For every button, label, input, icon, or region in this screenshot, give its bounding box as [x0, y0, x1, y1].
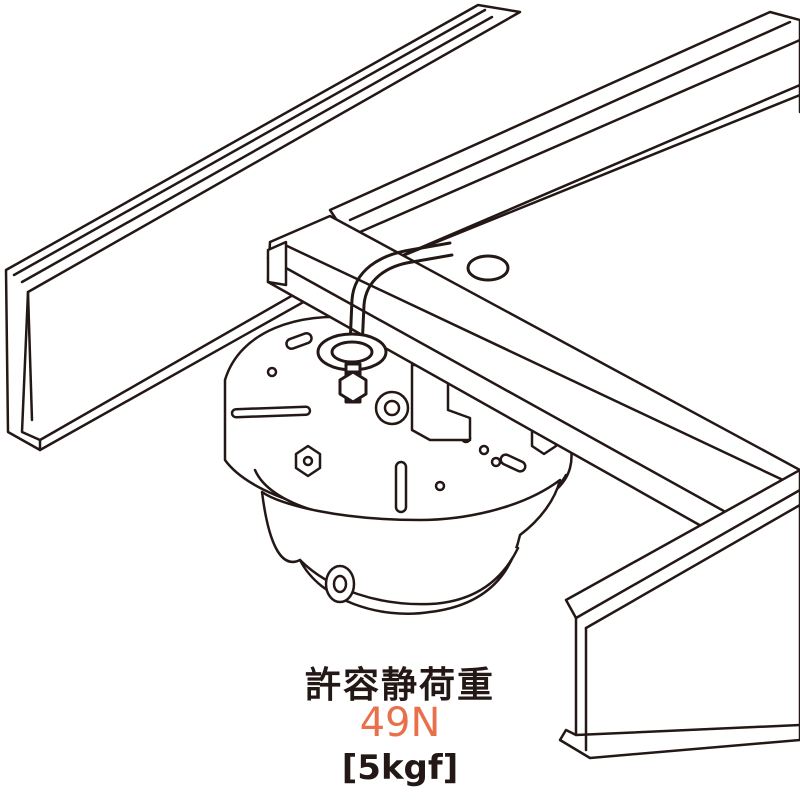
load-spec-title: 許容静荷重: [304, 665, 495, 706]
dome-camera: [260, 478, 562, 615]
load-spec-value: 49N: [359, 700, 441, 746]
channel-rail-lower-right: [558, 468, 800, 760]
plate-bracket: [294, 363, 558, 478]
load-spec-alt-value: [5kgf]: [341, 748, 459, 788]
u-bolt: [316, 241, 510, 404]
